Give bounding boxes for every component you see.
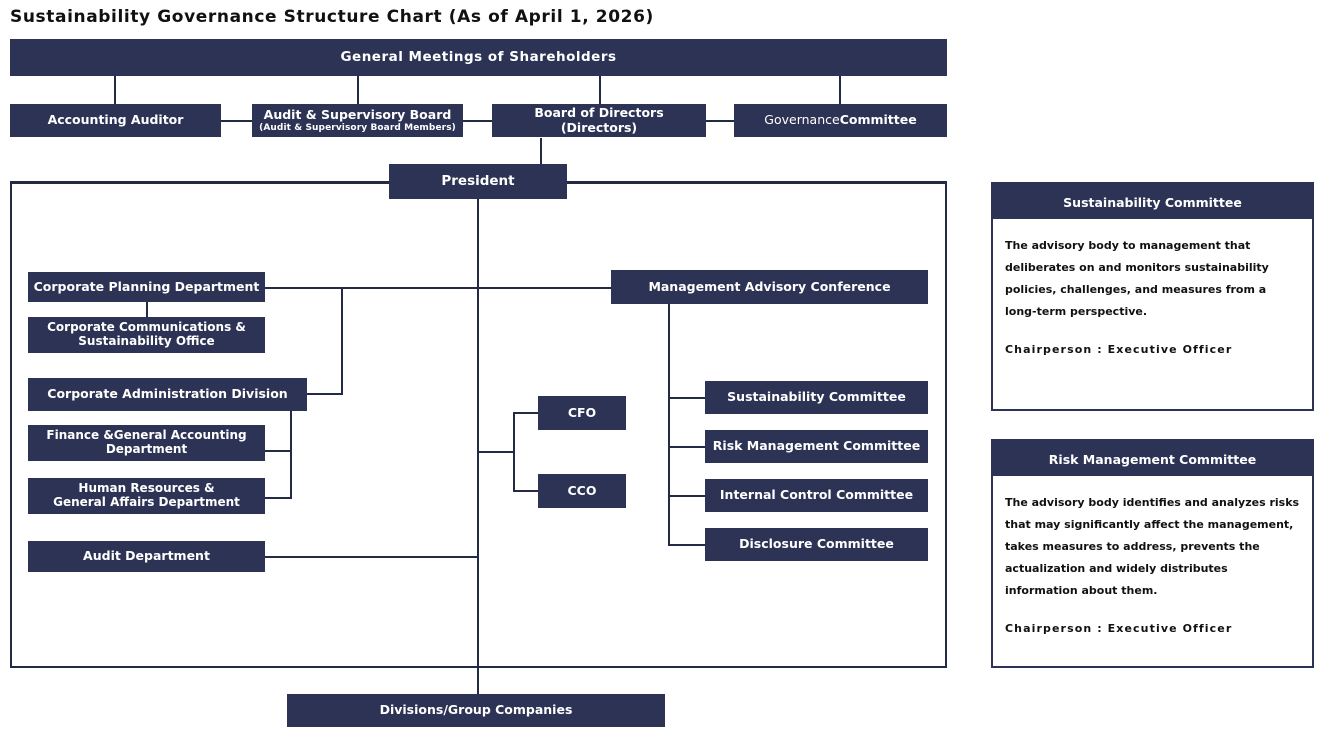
node-management-advisory-conference[interactable]: Management Advisory Conference xyxy=(611,270,928,304)
connector-trunk-to-officers xyxy=(477,451,515,453)
node-accounting-auditor[interactable]: Accounting Auditor xyxy=(10,104,221,137)
node-label-line2: (Directors) xyxy=(560,119,638,135)
node-president[interactable]: President xyxy=(389,164,567,199)
connector-planning-to-advisory xyxy=(264,287,611,289)
connector-president-trunk xyxy=(477,199,479,694)
connector-advisory-to-disclosure xyxy=(668,544,707,546)
node-label-line1: Board of Directors xyxy=(534,105,664,121)
connector-audit-board-to-board xyxy=(462,120,492,122)
node-label: CCO xyxy=(567,482,597,498)
info-panel-chairperson: Chairperson : Executive Officer xyxy=(1005,343,1233,356)
node-human-resources-general-affairs-department[interactable]: Human Resources & General Affairs Depart… xyxy=(28,478,265,514)
connector-shareholders-to-governance-committee xyxy=(839,76,841,104)
node-finance-general-accounting-department[interactable]: Finance &General Accounting Department xyxy=(28,425,265,461)
node-label: Sustainability Committee xyxy=(727,389,906,405)
info-panel-heading: Risk Management Committee xyxy=(991,439,1314,476)
info-panel-heading: Sustainability Committee xyxy=(991,182,1314,219)
connector-shareholders-to-board-of-directors xyxy=(599,76,601,104)
node-audit-department[interactable]: Audit Department xyxy=(28,541,265,572)
node-risk-management-committee[interactable]: Risk Management Committee xyxy=(705,430,928,463)
connector-audit-dept-to-trunk xyxy=(264,556,479,558)
info-panel-sustainability-committee: Sustainability Committee The advisory bo… xyxy=(991,182,1314,411)
node-label-line1: Human Resources & xyxy=(78,481,215,496)
connector-board-to-president xyxy=(540,138,542,181)
connector-advisory-to-risk xyxy=(668,446,707,448)
node-label: Accounting Auditor xyxy=(47,112,184,128)
connector-planning-drop xyxy=(341,287,343,394)
node-label-line1: Finance &General Accounting xyxy=(46,428,247,443)
node-label: Corporate Planning Department xyxy=(33,278,260,294)
node-cfo[interactable]: CFO xyxy=(538,396,626,430)
connector-advisory-to-internal-control xyxy=(668,495,707,497)
connector-advisory-to-sustainability xyxy=(668,397,707,399)
node-cco[interactable]: CCO xyxy=(538,474,626,508)
node-corporate-planning-department[interactable]: Corporate Planning Department xyxy=(28,272,265,302)
connector-shareholders-to-accounting-auditor xyxy=(114,76,116,104)
node-board-of-directors[interactable]: Board of Directors (Directors) xyxy=(492,104,706,137)
info-panel-risk-management-committee: Risk Management Committee The advisory b… xyxy=(991,439,1314,668)
node-governance-committee[interactable]: Governance Committee xyxy=(734,104,947,137)
node-label-part2: Committee xyxy=(839,112,917,128)
node-disclosure-committee[interactable]: Disclosure Committee xyxy=(705,528,928,561)
node-label-line2: Sustainability Office xyxy=(78,334,215,348)
node-label: Divisions/Group Companies xyxy=(379,702,573,718)
node-label-line2: Department xyxy=(105,442,188,456)
node-label: Risk Management Committee xyxy=(712,438,921,454)
node-label: Corporate Administration Division xyxy=(47,386,288,402)
connector-admin-to-hr xyxy=(264,497,292,499)
connector-admin-trunk xyxy=(290,410,292,498)
node-corporate-administration-division[interactable]: Corporate Administration Division xyxy=(28,378,307,411)
info-panel-body: The advisory body identifies and analyze… xyxy=(991,476,1314,668)
node-label-line2: General Affairs Department xyxy=(53,495,240,509)
node-label: President xyxy=(441,172,515,189)
connector-admin-to-finance xyxy=(264,450,292,452)
connector-admin-to-drop xyxy=(306,393,343,395)
connector-shareholders-to-audit-board xyxy=(357,76,359,104)
node-divisions-group-companies[interactable]: Divisions/Group Companies xyxy=(287,694,665,727)
node-label-part1: Governance xyxy=(764,112,840,128)
node-sublabel: (Audit & Supervisory Board Members) xyxy=(259,122,456,133)
node-label: CFO xyxy=(567,404,597,420)
connector-planning-to-comms xyxy=(146,301,148,317)
node-label: Internal Control Committee xyxy=(719,487,914,503)
connector-split-to-cco xyxy=(513,490,539,492)
node-general-meetings-of-shareholders[interactable]: General Meetings of Shareholders xyxy=(10,39,947,76)
node-sustainability-committee[interactable]: Sustainability Committee xyxy=(705,381,928,414)
info-panel-description: The advisory body identifies and analyze… xyxy=(1005,496,1300,597)
connector-split-to-cfo xyxy=(513,412,539,414)
node-label: Disclosure Committee xyxy=(739,536,894,552)
node-label-line1: Corporate Communications & xyxy=(47,320,246,335)
connector-auditor-to-audit-board xyxy=(220,120,253,122)
node-corporate-communications-sustainability-office[interactable]: Corporate Communications & Sustainabilit… xyxy=(28,317,265,353)
connector-advisory-trunk xyxy=(668,304,670,546)
connector-board-to-governance xyxy=(705,120,735,122)
info-panel-chairperson: Chairperson : Executive Officer xyxy=(1005,622,1233,635)
node-audit-supervisory-board[interactable]: Audit & Supervisory Board (Audit & Super… xyxy=(252,104,463,137)
info-panel-body: The advisory body to management that del… xyxy=(991,219,1314,411)
info-panel-description: The advisory body to management that del… xyxy=(1005,239,1269,318)
node-internal-control-committee[interactable]: Internal Control Committee xyxy=(705,479,928,512)
connector-officers-split xyxy=(513,412,515,491)
node-label: Management Advisory Conference xyxy=(648,278,891,294)
node-label: Audit & Supervisory Board xyxy=(263,107,452,123)
node-label: General Meetings of Shareholders xyxy=(340,48,617,65)
page-title: Sustainability Governance Structure Char… xyxy=(10,7,654,27)
node-label: Audit Department xyxy=(83,548,210,564)
